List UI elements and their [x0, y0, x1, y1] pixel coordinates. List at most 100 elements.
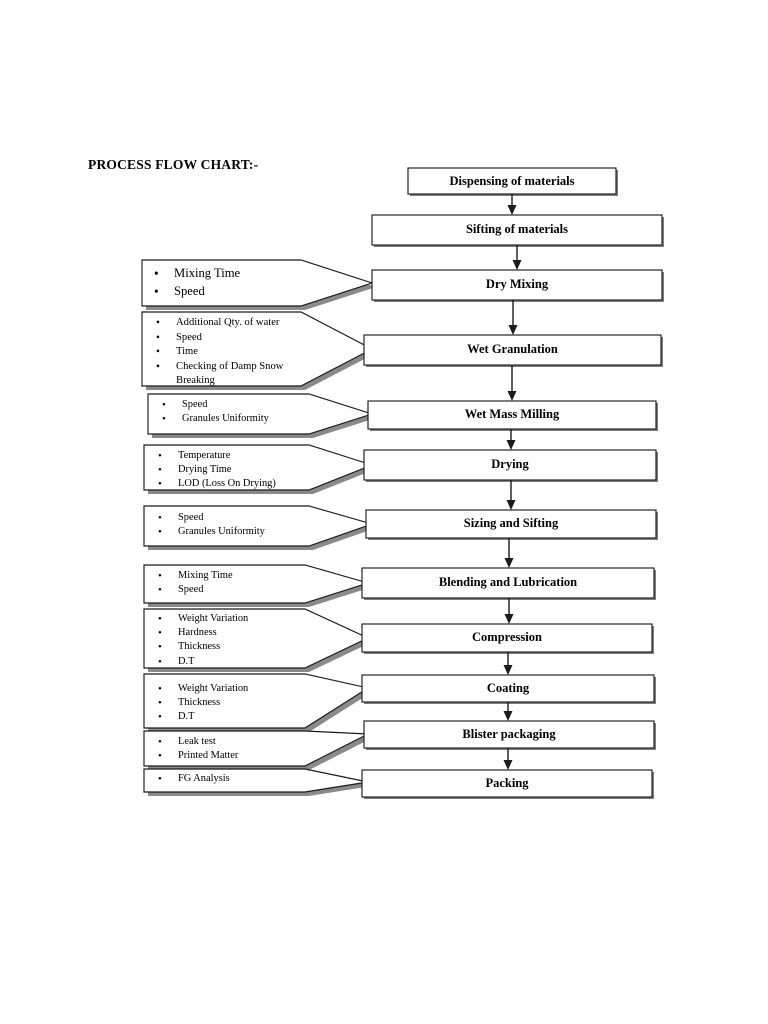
- process-box-shape-compression: [361, 623, 654, 654]
- bullet-icon: •: [156, 317, 160, 329]
- process-box-label-packing: Packing: [485, 776, 529, 790]
- process-box-label-wet-mass-milling: Wet Mass Milling: [464, 407, 560, 421]
- connector-sifting-to-dry-mixing: [512, 245, 522, 270]
- process-box-shape-packing: [361, 769, 654, 799]
- process-box-shape-dry-mixing: [371, 269, 664, 302]
- connector-dry-mixing-to-wet-granulation: [508, 300, 518, 335]
- process-box-label-dispensing: Dispensing of materials: [449, 174, 575, 188]
- process-box-shape-blending: [361, 567, 656, 600]
- list-item: •Granules Uniformity: [162, 413, 269, 426]
- process-box-label-drying: Drying: [491, 457, 529, 471]
- list-item: •LOD (Loss On Drying): [158, 478, 276, 491]
- callout-shape-dry-mixing: [141, 259, 376, 310]
- list-item: •FG Analysis: [158, 773, 230, 785]
- list-item: •Granules Uniformity: [158, 526, 265, 539]
- list-item: •Speed: [158, 584, 204, 597]
- callout-shape-wet-granulation: [141, 311, 376, 390]
- connector-blending-to-compression: [504, 598, 514, 624]
- callout-list-compression: •Weight Variation •Hardness •Thickness •…: [152, 612, 248, 669]
- callout-list-blister: •Leak test •Printed Matter: [152, 735, 238, 763]
- list-item: •Thickness: [158, 641, 221, 654]
- bullet-icon: •: [158, 613, 162, 625]
- list-item: •Mixing Time: [158, 570, 233, 582]
- bullet-icon: •: [156, 331, 160, 344]
- connector-wet-granulation-to-wet-mass-milling: [507, 365, 517, 401]
- callout-shape-packing: [143, 768, 372, 796]
- process-box-label-coating: Coating: [486, 681, 530, 695]
- callout-list-wet-granulation: •Additional Qty. of water •Speed •Time •…: [150, 316, 283, 389]
- callout-shape-blister: [143, 730, 372, 770]
- list-item: •Speed: [158, 512, 204, 524]
- connector-dispensing-to-sifting: [507, 194, 517, 215]
- connector-sizing-sifting-to-blending: [504, 538, 514, 568]
- list-item: •Speed: [156, 331, 202, 344]
- list-item: •Mixing Time: [154, 266, 241, 281]
- page-title: PROCESS FLOW CHART:-: [88, 157, 259, 172]
- bullet-icon: •: [158, 683, 162, 695]
- bullet-icon: •: [158, 450, 162, 462]
- process-box-shape-coating: [361, 674, 656, 704]
- callout-list-packing: •FG Analysis: [152, 772, 230, 786]
- list-item: •Thickness: [158, 697, 221, 710]
- list-item: •Speed: [154, 283, 205, 299]
- process-box-shape-blister: [363, 720, 656, 750]
- list-item: •Speed: [162, 399, 208, 411]
- callout-shape-wet-mass-milling: [147, 393, 376, 438]
- list-item: •Temperature: [158, 450, 231, 462]
- list-item: •Time: [156, 346, 198, 359]
- list-item: •Leak test: [158, 736, 216, 748]
- process-box-shape-wet-granulation: [363, 334, 663, 367]
- list-item-continuation: Breaking: [176, 375, 215, 387]
- list-item: •D.T: [158, 711, 195, 724]
- callout-list-wet-mass-milling: •Speed •Granules Uniformity: [156, 398, 269, 426]
- callout-list-sizing-sifting: •Speed •Granules Uniformity: [152, 511, 265, 539]
- list-item: •Printed Matter: [158, 750, 239, 763]
- list-item: •Additional Qty. of water: [156, 317, 280, 329]
- bullet-icon: •: [162, 399, 166, 411]
- process-box-shape-dispensing: [407, 167, 618, 196]
- connector-coating-to-blister: [503, 702, 513, 721]
- bullet-icon: •: [154, 283, 159, 299]
- list-item: •Weight Variation: [158, 613, 249, 625]
- process-box-label-blister: Blister packaging: [462, 727, 556, 741]
- callout-shape-blending: [143, 564, 372, 607]
- process-box-shape-drying: [363, 449, 658, 482]
- process-box-shape-sifting: [371, 214, 664, 247]
- bullet-icon: •: [158, 736, 162, 748]
- connector-blister-to-packing: [503, 748, 513, 770]
- process-box-label-compression: Compression: [472, 630, 542, 644]
- bullet-icon: •: [158, 711, 162, 724]
- process-box-label-dry-mixing: Dry Mixing: [485, 277, 549, 291]
- process-box-label-wet-granulation: Wet Granulation: [467, 342, 558, 356]
- process-box-label-sizing-sifting: Sizing and Sifting: [463, 516, 559, 530]
- bullet-icon: •: [158, 478, 162, 491]
- callout-shape-coating: [143, 673, 372, 732]
- process-box-shape-wet-mass-milling: [367, 400, 658, 431]
- callout-list-drying: •Temperature •Drying Time •LOD (Loss On …: [152, 449, 276, 492]
- callout-list-coating: •Weight Variation •Thickness •D.T: [152, 682, 248, 725]
- bullet-icon: •: [162, 413, 166, 426]
- bullet-icon: •: [156, 360, 160, 373]
- bullet-icon: •: [158, 584, 162, 597]
- callout-shape-sizing-sifting: [143, 505, 376, 550]
- process-box-label-sifting: Sifting of materials: [465, 222, 569, 236]
- bullet-icon: •: [158, 750, 162, 763]
- list-item: •Weight Variation: [158, 683, 249, 695]
- bullet-icon: •: [158, 464, 162, 477]
- bullet-icon: •: [154, 266, 159, 281]
- process-box-label-blending: Blending and Lubrication: [438, 575, 578, 589]
- bullet-icon: •: [158, 526, 162, 539]
- process-box-shape-sizing-sifting: [365, 509, 658, 540]
- connector-wet-mass-milling-to-drying: [506, 429, 516, 450]
- list-item: •Drying Time: [158, 464, 232, 477]
- callout-shape-compression: [143, 608, 372, 672]
- list-item: •Hardness: [158, 627, 217, 640]
- bullet-icon: •: [156, 346, 160, 359]
- bullet-icon: •: [158, 655, 162, 668]
- callout-list-dry-mixing: •Mixing Time •Speed: [148, 265, 240, 300]
- bullet-icon: •: [158, 627, 162, 640]
- bullet-icon: •: [158, 570, 162, 582]
